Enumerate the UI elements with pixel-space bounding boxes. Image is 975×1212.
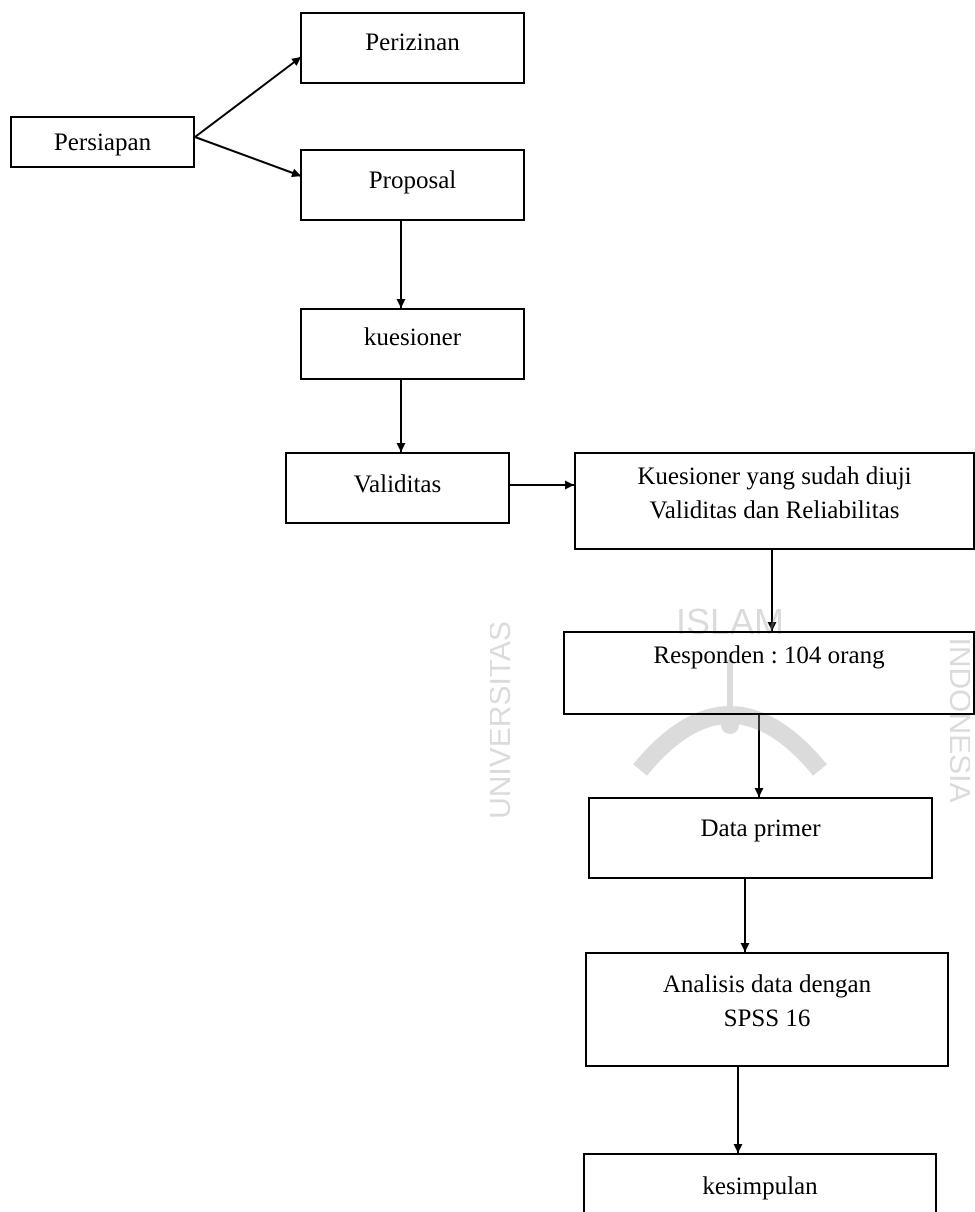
node-label: Perizinan	[365, 29, 460, 56]
node-label-line-2: Validitas dan Reliabilitas	[649, 497, 900, 524]
node-label-line-1: Analisis data dengan	[662, 971, 872, 998]
node-kesimpulan: kesimpulan	[583, 1153, 937, 1212]
watermark-top-text: ISLAM	[676, 601, 784, 642]
watermark-arch	[633, 706, 827, 776]
watermark-right-text: INDONESIA	[943, 637, 970, 802]
node-perizinan: Perizinan	[300, 12, 525, 84]
node-label: Proposal	[368, 167, 457, 194]
node-kuesioner: kuesioner	[300, 308, 525, 380]
node-kuesioner-diuji: Kuesioner yang sudah diuji Validitas dan…	[574, 452, 975, 550]
node-label: kuesioner	[363, 324, 462, 351]
node-persiapan: Persiapan	[10, 116, 195, 168]
node-responden: Responden : 104 orang	[563, 631, 975, 715]
node-validitas: Validitas	[285, 452, 510, 524]
node-data-primer: Data primer	[588, 797, 933, 879]
arrow-persiapan-to-perizinan	[194, 56, 302, 138]
watermark-left-text: UNIVERSITAS	[490, 621, 517, 819]
node-label-line-1: Kuesioner yang sudah diuji	[637, 463, 912, 490]
arrow-persiapan-to-proposal	[194, 136, 302, 178]
node-proposal: Proposal	[300, 149, 525, 221]
node-label: Persiapan	[53, 129, 152, 156]
node-label-line-2: SPSS 16	[723, 1005, 811, 1032]
node-analisis: Analisis data dengan SPSS 16	[585, 952, 949, 1067]
node-label: Responden : 104 orang	[653, 642, 885, 669]
node-label: Data primer	[700, 815, 821, 842]
university-seal-watermark: ISLAM UNIVERSITAS INDONESIA	[490, 601, 970, 819]
node-label: Validitas	[353, 471, 442, 498]
node-label: kesimpulan	[702, 1173, 818, 1200]
